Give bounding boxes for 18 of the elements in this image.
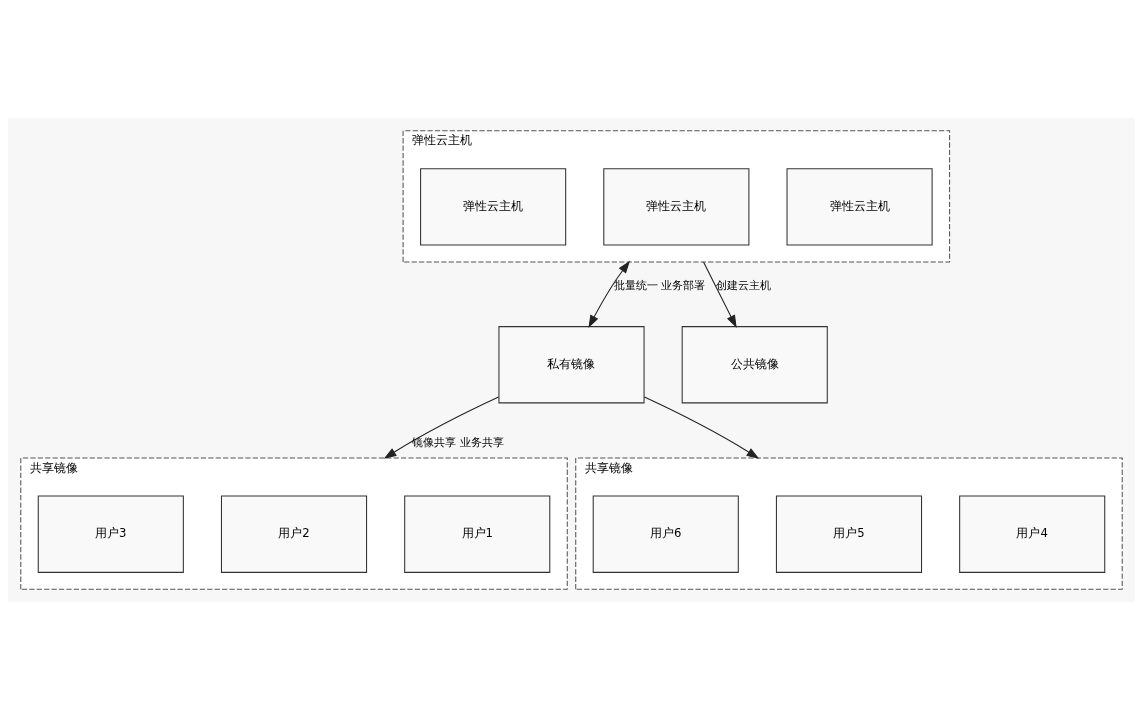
node-box: 弹性云主机: [786, 168, 933, 246]
node-box: 用户6: [592, 495, 739, 573]
arrow: [383, 396, 500, 459]
arrow: [703, 261, 737, 328]
node-box: 用户4: [959, 495, 1106, 573]
edge-label: 镜像共享 业务共享: [412, 436, 504, 449]
edge-label: 创建云主机: [716, 278, 772, 291]
arrow: [643, 396, 760, 459]
edge-label: 批量统一 业务部署: [613, 278, 706, 291]
node-box: 用户5: [775, 495, 923, 573]
arrow: [588, 260, 631, 328]
node-box: 用户1: [404, 495, 551, 573]
node-box: 用户2: [220, 495, 368, 573]
node-box: 私有镜像: [498, 326, 645, 404]
node-box: 用户3: [37, 495, 184, 573]
node-box: 公共镜像: [681, 326, 828, 404]
node-box: 弹性云主机: [603, 168, 750, 246]
node-box: 弹性云主机: [420, 168, 567, 246]
